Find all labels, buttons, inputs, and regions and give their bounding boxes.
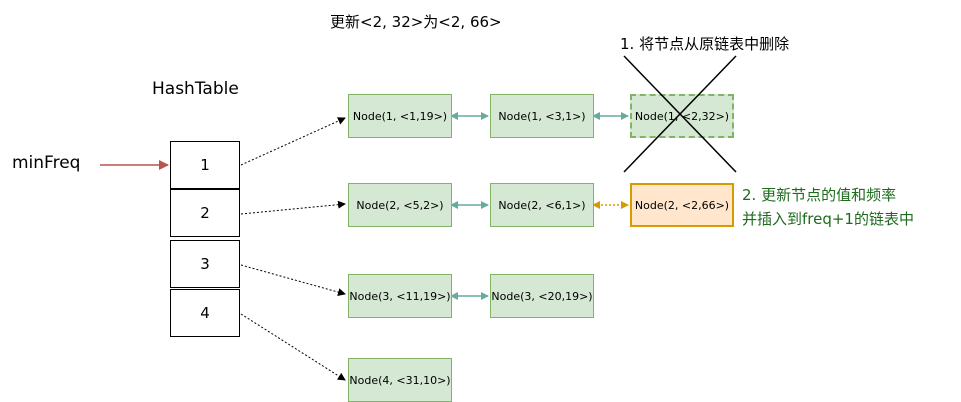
- hashtable-label: HashTable: [152, 79, 239, 99]
- minfreq-label: minFreq: [12, 153, 81, 173]
- bucket-3-pointer: [240, 264, 346, 296]
- update-note: 2. 更新节点的值和频率 并插入到freq+1的链表中: [742, 183, 914, 231]
- bucket-1-pointer: [240, 117, 346, 166]
- diagram-title: 更新<2, 32>为<2, 66>: [330, 13, 502, 31]
- node-freq2-updated: Node(2, <2,66>): [630, 183, 734, 227]
- node-freq3-b: Node(3, <20,19>): [490, 274, 594, 318]
- hashtable-cell-4: 4: [170, 289, 240, 337]
- hashtable-cell-1: 1: [170, 141, 240, 189]
- node-freq1-removed: Node(1, <2,32>): [630, 94, 734, 138]
- node-freq4-a: Node(4, <31,10>): [348, 358, 452, 402]
- bucket-2-pointer: [240, 200, 346, 215]
- node-freq2-a: Node(2, <5,2>): [348, 183, 452, 227]
- node-freq1-a: Node(1, <1,19>): [348, 94, 452, 138]
- node-freq1-b: Node(1, <3,1>): [490, 94, 594, 138]
- node-freq3-a: Node(3, <11,19>): [348, 274, 452, 318]
- hashtable-cell-2: 2: [170, 189, 240, 237]
- hashtable-cell-3: 3: [170, 240, 240, 288]
- update-note-line-1: 2. 更新节点的值和频率: [742, 186, 897, 204]
- update-note-line-2: 并插入到freq+1的链表中: [742, 210, 914, 228]
- node-freq2-b: Node(2, <6,1>): [490, 183, 594, 227]
- remove-note: 1. 将节点从原链表中删除: [620, 35, 790, 53]
- bucket-4-pointer: [240, 313, 346, 381]
